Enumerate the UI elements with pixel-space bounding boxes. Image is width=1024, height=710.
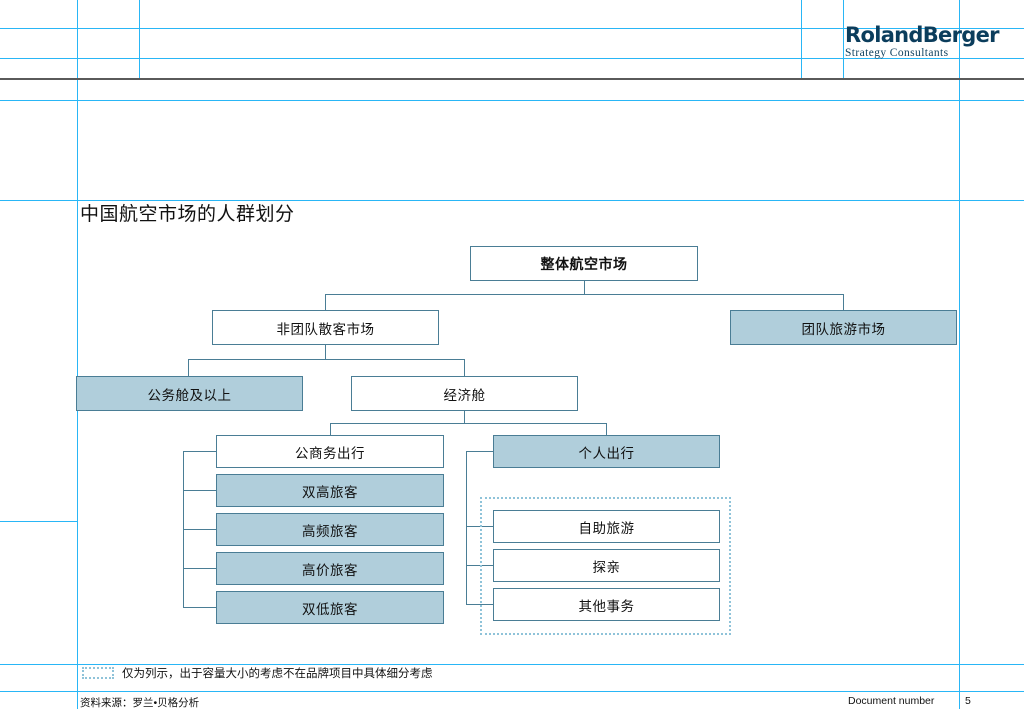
connector-level4-bus bbox=[330, 423, 607, 424]
guide-horizontal-1 bbox=[0, 28, 1024, 29]
connector-personal-stub-1 bbox=[466, 526, 493, 527]
node-label: 经济舱 bbox=[443, 387, 486, 403]
connector-to-personal-travel bbox=[606, 423, 607, 435]
connector-level2-bus bbox=[325, 294, 844, 295]
connector-to-business-travel bbox=[330, 423, 331, 435]
guide-vertical-1 bbox=[77, 0, 78, 709]
node-label: 双低旅客 bbox=[302, 601, 358, 617]
node-label: 公务舱及以上 bbox=[147, 387, 232, 403]
node-personal-travel[interactable]: 个人出行 bbox=[493, 435, 720, 468]
legend: 仅为列示，出于容量大小的考虑不在品牌项目中具体细分考虑 bbox=[82, 665, 433, 681]
guide-vertical-4 bbox=[843, 0, 844, 80]
node-label: 其他事务 bbox=[578, 598, 635, 614]
optional-group-outline bbox=[480, 497, 731, 635]
node-label: 高频旅客 bbox=[302, 523, 358, 539]
connector-level3-bus bbox=[188, 359, 465, 360]
node-label: 公商务出行 bbox=[295, 445, 365, 461]
node-self-guided-tour[interactable]: 自助旅游 bbox=[493, 510, 720, 543]
connector-business-stub-0 bbox=[183, 451, 216, 452]
guide-horizontal-2 bbox=[0, 58, 1024, 59]
guide-horizontal-4 bbox=[0, 200, 1024, 201]
guide-vertical-3 bbox=[801, 0, 802, 80]
node-label: 个人出行 bbox=[578, 445, 635, 461]
node-non-group-market[interactable]: 非团队散客市场 bbox=[212, 310, 439, 345]
node-high-value-passenger[interactable]: 高价旅客 bbox=[216, 552, 444, 585]
legend-note: 仅为列示，出于容量大小的考虑不在品牌项目中具体细分考虑 bbox=[122, 668, 433, 680]
connector-to-economy-class bbox=[464, 359, 465, 376]
footer-page-number: 5 bbox=[965, 695, 971, 707]
node-overall-market[interactable]: 整体航空市场 bbox=[470, 246, 698, 281]
connector-economy-down bbox=[464, 411, 465, 423]
node-group-tourism-market[interactable]: 团队旅游市场 bbox=[730, 310, 957, 345]
connector-root-down bbox=[584, 281, 585, 294]
dotted-swatch-icon bbox=[82, 667, 114, 679]
node-business-class-and-above[interactable]: 公务舱及以上 bbox=[76, 376, 303, 411]
footer-document-label: Document number bbox=[848, 695, 935, 707]
guide-vertical-2 bbox=[139, 0, 140, 80]
page-title: 中国航空市场的人群划分 bbox=[80, 204, 295, 225]
guide-horizontal-6 bbox=[0, 664, 1024, 665]
connector-business-stub-4 bbox=[183, 607, 216, 608]
node-label: 高价旅客 bbox=[302, 562, 358, 578]
node-double-low-passenger[interactable]: 双低旅客 bbox=[216, 591, 444, 624]
node-label: 非团队散客市场 bbox=[276, 321, 375, 337]
header-rule bbox=[0, 78, 1024, 80]
node-label: 整体航空市场 bbox=[540, 255, 628, 272]
node-high-frequency-passenger[interactable]: 高频旅客 bbox=[216, 513, 444, 546]
logo-tagline: Strategy Consultants bbox=[845, 47, 949, 59]
connector-personal-stub-3 bbox=[466, 604, 493, 605]
connector-personal-bus bbox=[466, 451, 467, 604]
roland-berger-logo: RolandBerger Strategy Consultants bbox=[845, 23, 999, 60]
connector-nonteam-down bbox=[325, 345, 326, 359]
connector-personal-stub-0 bbox=[466, 451, 493, 452]
node-economy-class[interactable]: 经济舱 bbox=[351, 376, 578, 411]
connector-to-business-class bbox=[188, 359, 189, 376]
connector-business-stub-2 bbox=[183, 529, 216, 530]
guide-vertical-5 bbox=[959, 0, 960, 709]
guide-horizontal-7 bbox=[0, 691, 1024, 692]
node-label: 双高旅客 bbox=[302, 484, 358, 500]
node-label: 自助旅游 bbox=[578, 520, 635, 536]
connector-to-team bbox=[843, 294, 844, 310]
connector-business-stub-1 bbox=[183, 490, 216, 491]
logo-wordmark: RolandBerger bbox=[845, 23, 999, 47]
node-double-high-passenger[interactable]: 双高旅客 bbox=[216, 474, 444, 507]
connector-to-nonteam bbox=[325, 294, 326, 310]
node-business-travel[interactable]: 公商务出行 bbox=[216, 435, 444, 468]
node-label: 探亲 bbox=[592, 559, 621, 575]
connector-business-stub-3 bbox=[183, 568, 216, 569]
guide-horizontal-3 bbox=[0, 100, 1024, 101]
connector-personal-stub-2 bbox=[466, 565, 493, 566]
node-other-affairs[interactable]: 其他事务 bbox=[493, 588, 720, 621]
footer-source: 资料来源：罗兰•贝格分析 bbox=[80, 697, 200, 709]
node-label: 团队旅游市场 bbox=[801, 321, 886, 337]
guide-horizontal-5 bbox=[0, 521, 78, 522]
node-visit-relatives[interactable]: 探亲 bbox=[493, 549, 720, 582]
